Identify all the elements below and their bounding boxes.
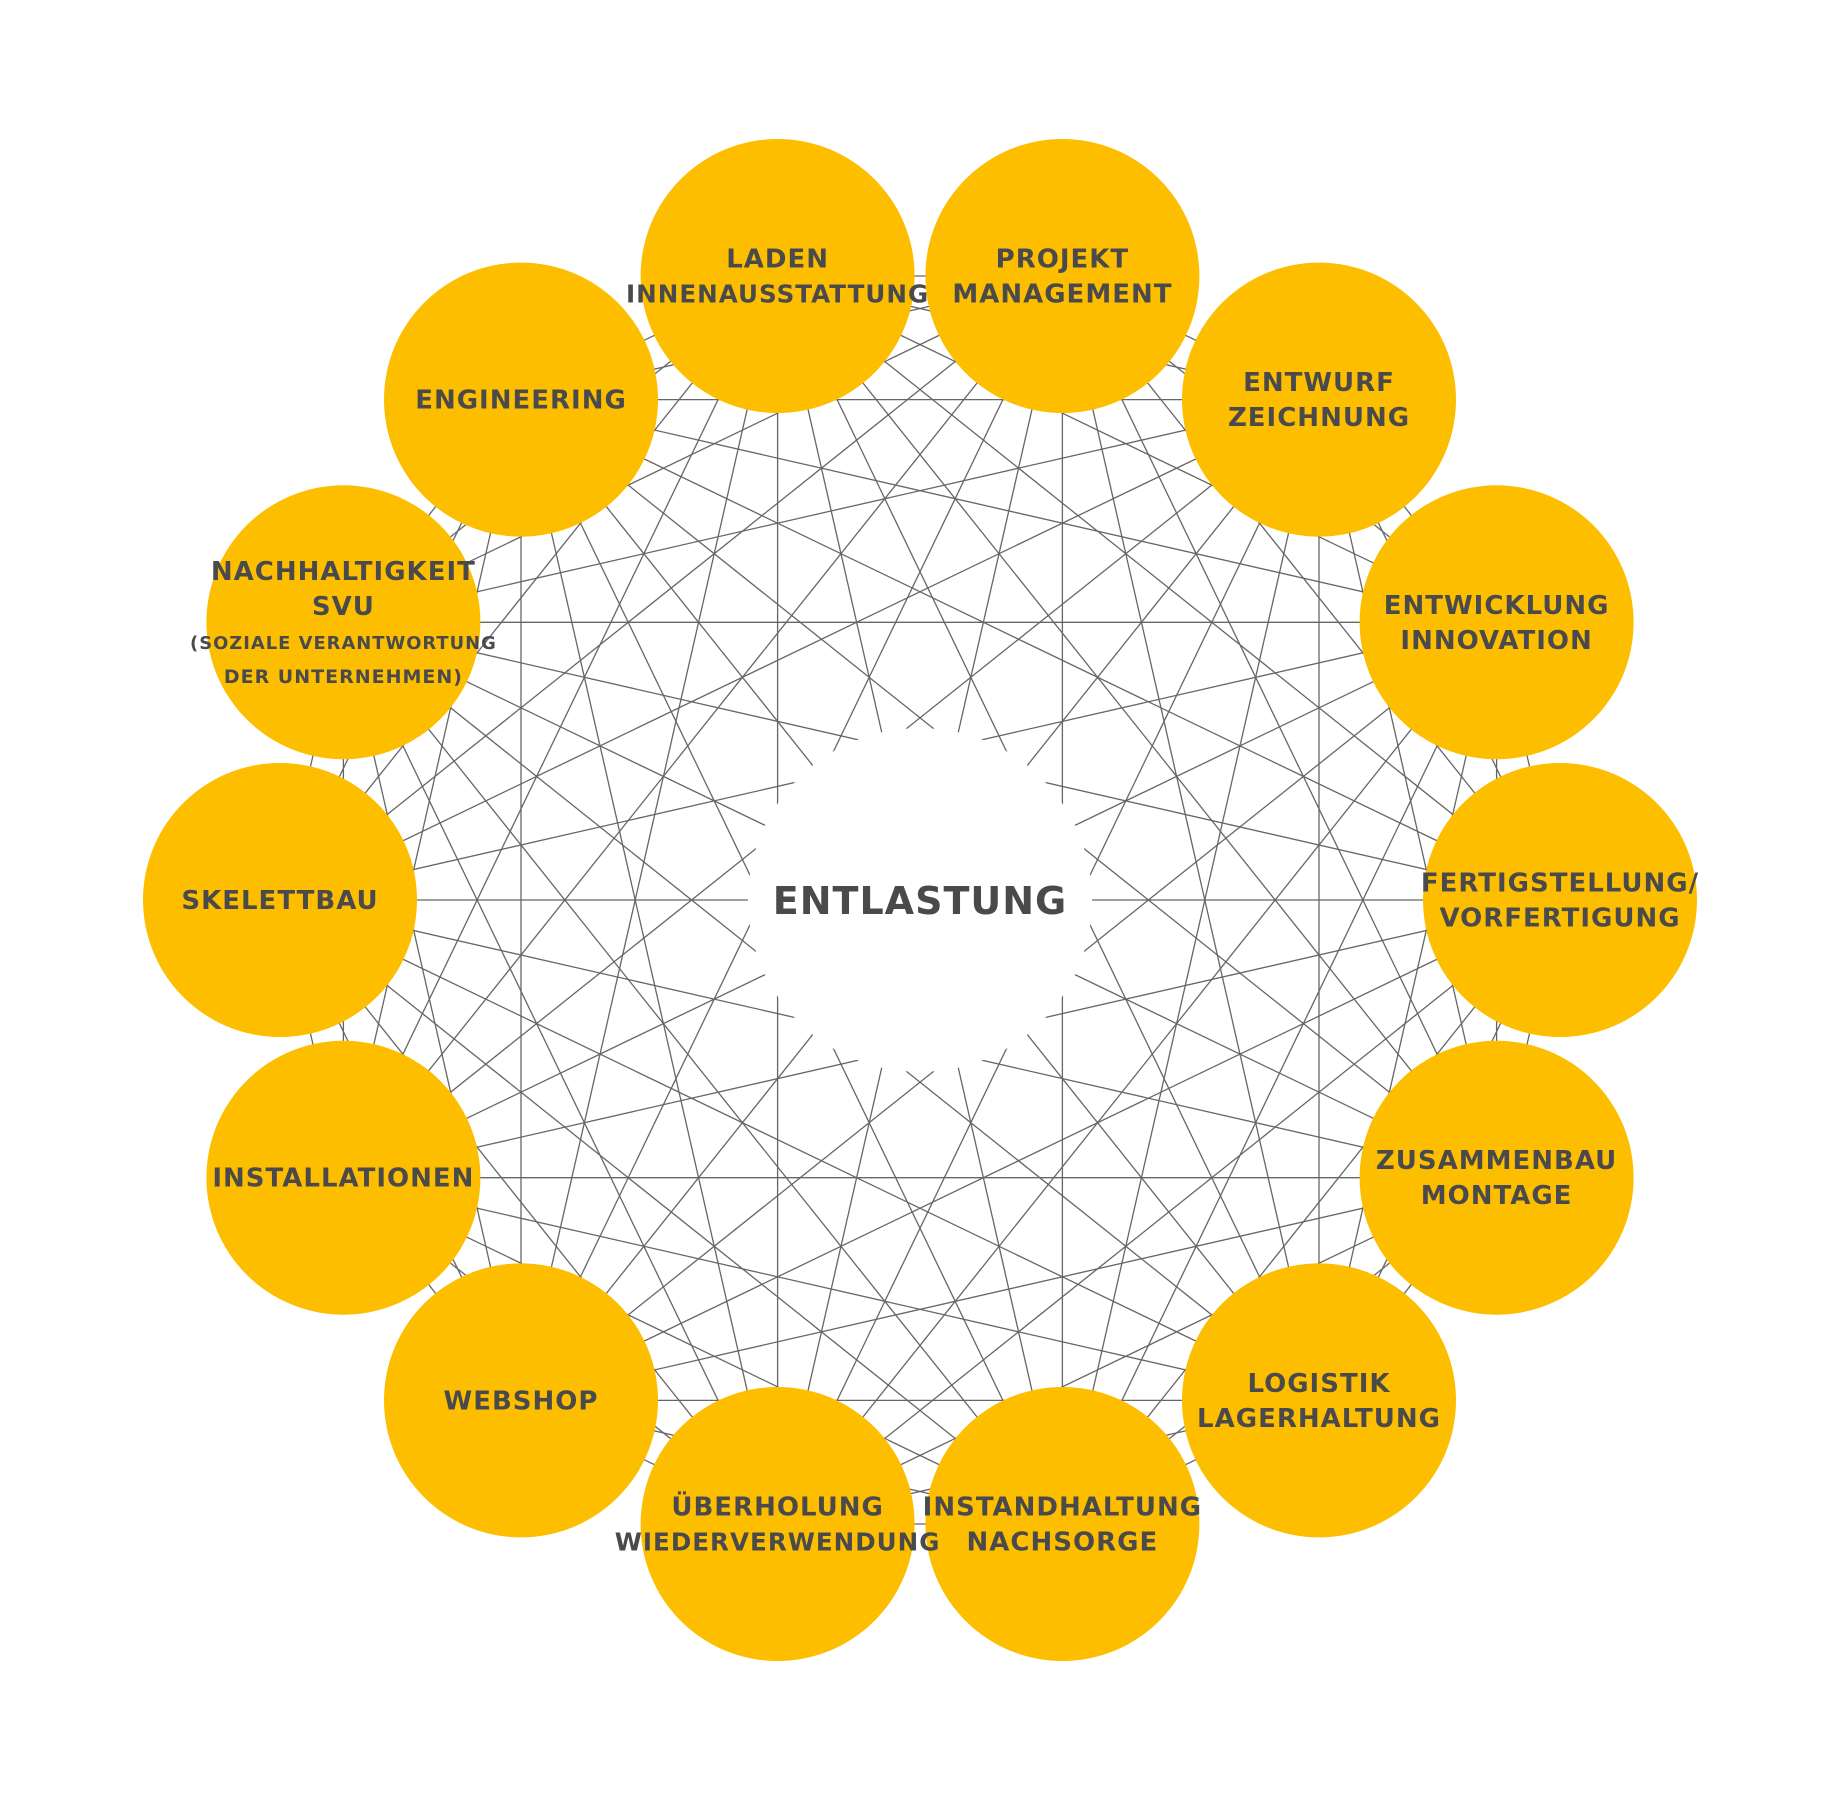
node-circle-ueberholung bbox=[640, 1387, 915, 1661]
node-label-projekt-line-2: MANAGEMENT bbox=[952, 280, 1172, 310]
connector-line-entwicklung-engineering bbox=[520, 398, 1497, 623]
connector-line-laden-webshop bbox=[520, 275, 779, 1401]
node-label-laden-line-2: INNENAUSSTATTUNG bbox=[626, 280, 929, 309]
node-label-entwicklung-line-1: ENTWICKLUNG bbox=[1384, 591, 1610, 621]
node-label-fertigstellung-line-2: VORFERTIGUNG bbox=[1439, 904, 1680, 934]
connector-line-projekt-logistik bbox=[1061, 275, 1320, 1401]
node-label-instandhaltung-line-1: INSTANDHALTUNG bbox=[923, 1493, 1202, 1523]
node-projekt: PROJEKT MANAGEMENT bbox=[925, 139, 1200, 413]
node-circle-skelettbau bbox=[143, 763, 417, 1037]
node-circle-engineering bbox=[384, 262, 658, 537]
node-label-ueberholung-line-1: ÜBERHOLUNG bbox=[671, 1490, 883, 1523]
node-circle-installationen bbox=[206, 1040, 481, 1315]
node-label-nachhaltigkeit-line-1: NACHHALTIGKEIT bbox=[211, 557, 476, 587]
node-label-entwurf-line-2: ZEICHNUNG bbox=[1228, 403, 1410, 433]
connector-line-entwicklung-ueberholung bbox=[777, 621, 1498, 1525]
node-circle-projekt bbox=[925, 139, 1200, 413]
node-label-instandhaltung-line-2: NACHSORGE bbox=[967, 1528, 1159, 1558]
node-label-entwicklung-line-2: INNOVATION bbox=[1400, 626, 1592, 656]
connector-line-entwurf-skelettbau bbox=[279, 399, 1320, 901]
node-label-engineering-line-1: ENGINEERING bbox=[415, 386, 627, 416]
center-label: ENTLASTUNG bbox=[773, 879, 1067, 923]
connector-line-logistik-skelettbau bbox=[279, 899, 1320, 1401]
node-ueberholung: ÜBERHOLUNG WIEDERVERWENDUNG bbox=[615, 1387, 941, 1661]
connector-line-entwurf-nachhaltigkeit bbox=[343, 398, 1320, 623]
node-engineering: ENGINEERING bbox=[384, 262, 658, 537]
outer-nodes: LADEN INNENAUSSTATTUNG PROJEKT MANAGEMENT EN… bbox=[143, 139, 1699, 1661]
node-label-logistik-line-1: LOGISTIK bbox=[1247, 1369, 1390, 1399]
node-label-projekt-line-1: PROJEKT bbox=[996, 245, 1130, 275]
connector-line-projekt-installationen bbox=[342, 275, 1063, 1179]
connector-line-logistik-installationen bbox=[343, 1177, 1320, 1402]
node-label-nachhaltigkeit-line-4: DER UNTERNEHMEN) bbox=[224, 666, 463, 688]
node-circle-fertigstellung bbox=[1423, 763, 1697, 1037]
node-label-nachhaltigkeit-line-2: SVU bbox=[312, 592, 375, 622]
center-circle bbox=[748, 728, 1092, 1072]
node-label-logistik-line-2: LAGERHALTUNG bbox=[1197, 1404, 1441, 1434]
node-label-zusammenbau-line-1: ZUSAMMENBAU bbox=[1376, 1146, 1617, 1176]
node-label-nachhaltigkeit-line-3: (SOZIALE VERANTWORTUNG bbox=[190, 633, 497, 654]
node-entwicklung: ENTWICKLUNG INNOVATION bbox=[1359, 485, 1634, 760]
node-label-webshop-line-1: WEBSHOP bbox=[444, 1386, 599, 1416]
node-circle-laden bbox=[640, 139, 915, 413]
node-label-ueberholung-line-2: WIEDERVERWENDUNG bbox=[615, 1528, 941, 1557]
connector-line-ueberholung-engineering bbox=[520, 399, 779, 1525]
node-circle-logistik bbox=[1182, 1263, 1456, 1538]
node-fertigstellung: FERTIGSTELLUNG/VORFERTIGUNG bbox=[1421, 763, 1699, 1037]
node-label-entwurf-line-1: ENTWURF bbox=[1243, 368, 1395, 398]
connector-line-zusammenbau-webshop bbox=[520, 1177, 1497, 1402]
node-label-fertigstellung-line-1: FERTIGSTELLUNG/ bbox=[1421, 869, 1699, 899]
node-nachhaltigkeit: NACHHALTIGKEIT SVU (SOZIALE VERANTWORTUNG D… bbox=[190, 485, 497, 760]
node-label-zusammenbau-line-2: MONTAGE bbox=[1421, 1181, 1573, 1211]
node-label-laden-line-1: LADEN bbox=[726, 245, 829, 275]
connector-line-entwurf-instandhaltung bbox=[1061, 399, 1320, 1525]
node-circle-entwurf bbox=[1182, 262, 1456, 537]
node-webshop: WEBSHOP bbox=[384, 1263, 658, 1538]
connector-line-instandhaltung-nachhaltigkeit bbox=[342, 621, 1063, 1525]
connector-line-fertigstellung-webshop bbox=[520, 899, 1561, 1401]
node-circle-webshop bbox=[384, 1263, 658, 1538]
connector-line-laden-zusammenbau bbox=[777, 275, 1498, 1179]
node-circle-zusammenbau bbox=[1359, 1040, 1634, 1315]
node-circle-nachhaltigkeit bbox=[206, 485, 481, 760]
node-installationen: INSTALLATIONEN bbox=[206, 1040, 481, 1315]
node-instandhaltung: INSTANDHALTUNG NACHSORGE bbox=[923, 1387, 1202, 1661]
connector-line-instandhaltung-skelettbau bbox=[279, 899, 1063, 1525]
node-entwurf: ENTWURF ZEICHNUNG bbox=[1182, 262, 1456, 537]
node-zusammenbau: ZUSAMMENBAU MONTAGE bbox=[1359, 1040, 1634, 1315]
connector-line-ueberholung-nachhaltigkeit bbox=[342, 622, 779, 1525]
connector-line-fertigstellung-engineering bbox=[520, 399, 1561, 901]
node-circle-instandhaltung bbox=[925, 1387, 1200, 1661]
node-label-skelettbau-line-1: SKELETTBAU bbox=[181, 886, 378, 916]
node-laden: LADEN INNENAUSSTATTUNG bbox=[626, 139, 929, 413]
node-label-installationen-line-1: INSTALLATIONEN bbox=[212, 1164, 474, 1194]
node-circle-entwicklung bbox=[1359, 485, 1634, 760]
center-node: ENTLASTUNG bbox=[748, 728, 1092, 1072]
node-skelettbau: SKELETTBAU bbox=[143, 763, 417, 1037]
node-logistik: LOGISTIK LAGERHALTUNG bbox=[1182, 1263, 1456, 1538]
